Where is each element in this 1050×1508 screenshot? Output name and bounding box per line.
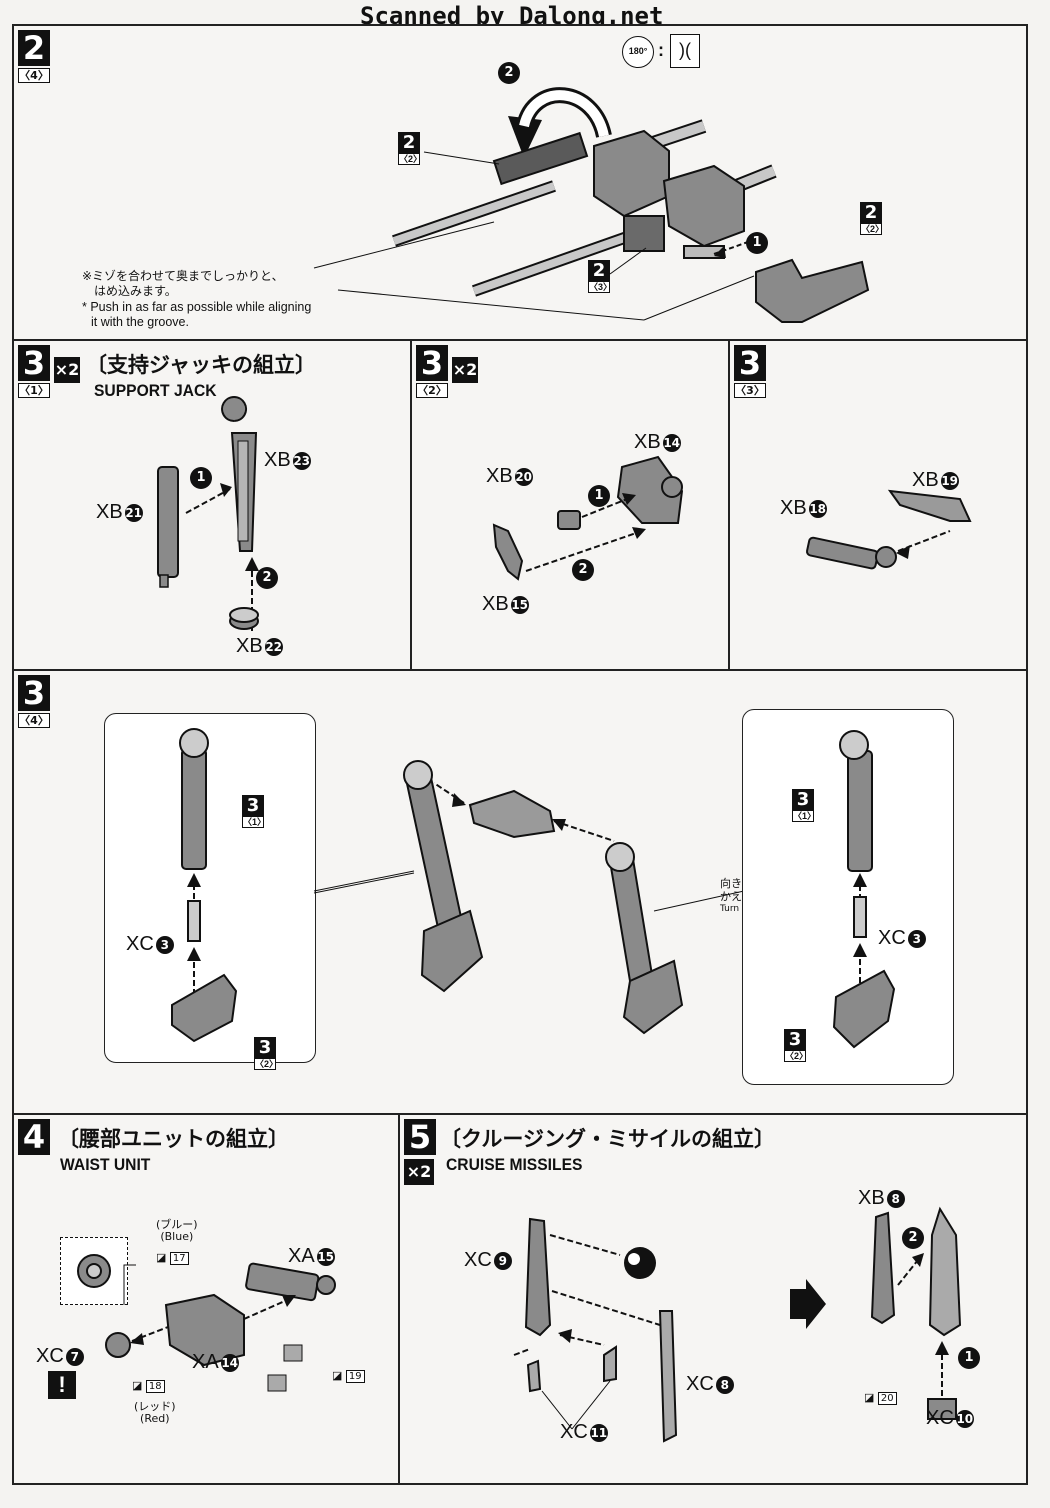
title-jp: 〔腰部ユニットの組立〕 — [58, 1127, 289, 1151]
detail-leader-left — [313, 872, 415, 894]
sticker-red-label: (レッド)(Red) — [134, 1400, 176, 1425]
multiplier-badge: ×2 — [452, 357, 478, 383]
arrow-step-1: 1 — [190, 467, 212, 489]
ref-step-3-2: 3〈2〉 — [254, 1037, 279, 1070]
rotation-arrow — [508, 87, 612, 158]
warning-icon: ! — [48, 1371, 76, 1399]
right-jack-assembly — [832, 730, 896, 1049]
left-jack-assembly — [171, 728, 238, 1043]
step3-1-panel: 3 〈1〉 ×2 〔支持ジャッキの組立〕 SUPPORT JACK 1 2 XB… — [12, 339, 414, 673]
sticker-19: ◪ 19 — [332, 1369, 365, 1383]
sticker-18: ◪ 18 — [132, 1379, 165, 1393]
groove-note-jp: ※ミゾを合わせて奥までしっかりと、 はめ込みます。 — [82, 269, 284, 298]
step-number: 3 — [734, 345, 766, 381]
missile-parts — [513, 1217, 678, 1443]
title-en: SUPPORT JACK — [94, 381, 217, 400]
step-number: 4 — [18, 1119, 50, 1155]
title-jp: 〔クルージング・ミサイルの組立〕 — [440, 1127, 775, 1151]
sticker-blue-label: (ブルー)(Blue) — [156, 1218, 198, 1243]
multiplier-badge: ×2 — [54, 357, 80, 383]
step5-panel: 5 ×2 〔クルージング・ミサイルの組立〕 CRUISE MISSILES XC… — [398, 1113, 1028, 1485]
step-sub: 〈2〉 — [416, 383, 448, 398]
jack-base-parts — [492, 455, 684, 581]
jack-cylinder-parts — [806, 489, 972, 570]
step4-panel: 4 〔腰部ユニットの組立〕 WAIST UNIT (ブルー)(Blue) ◪ 1… — [12, 1113, 402, 1485]
step-number: 3 — [416, 345, 448, 381]
step2-panel: 2 〈4〉 180° : )( 2 2〈2〉 2〈3〉 — [12, 24, 1028, 343]
step-sub: 〈4〉 — [18, 68, 50, 83]
ref-step-2-2-top: 2〈2〉 — [398, 132, 423, 165]
arrow-step-2: 2 — [498, 62, 520, 84]
multiplier-badge: ×2 — [404, 1159, 434, 1185]
title-en: CRUISE MISSILES — [446, 1155, 583, 1174]
arrow-step-2: 2 — [902, 1227, 924, 1249]
rotate-icon: 180° — [622, 36, 654, 68]
arrow-step-1: 1 — [958, 1347, 980, 1369]
arrow-step-2: 2 — [572, 559, 594, 581]
step-sub: 〈4〉 — [18, 713, 50, 728]
step-number: 3 — [18, 675, 50, 711]
step3-4-panel: 3 〈4〉 3〈1〉 XC3 3〈2〉 向きを か — [12, 669, 1028, 1117]
ref-step-3-1-right: 3〈1〉 — [792, 789, 817, 822]
arrow-step-1: 1 — [746, 232, 768, 254]
sticker-20: ◪ 20 — [864, 1391, 897, 1405]
ref-step-2-3: 2〈3〉 — [588, 260, 613, 293]
turn-over-icon: )( — [670, 34, 700, 68]
title-en: WAIST UNIT — [60, 1155, 151, 1174]
arrow-step-1: 1 — [588, 485, 610, 507]
backpack-assembly — [392, 119, 777, 297]
step-sub: 〈3〉 — [734, 383, 766, 398]
next-arrow-icon — [790, 1279, 826, 1329]
step-sub: 〈1〉 — [18, 383, 50, 398]
step-number: 3 — [18, 345, 50, 381]
groove-note-en: * Push in as far as possible while align… — [82, 300, 312, 329]
title-jp: 〔支持ジャッキの組立〕 — [86, 353, 316, 377]
step-number: 5 — [404, 1119, 436, 1155]
socket-icon — [77, 1254, 111, 1288]
sticker-17: ◪ 17 — [156, 1251, 189, 1265]
arrow-step-2: 2 — [256, 567, 278, 589]
waist-unit-parts — [105, 1262, 336, 1392]
support-jack-parts — [157, 396, 259, 631]
center-jack-assembly — [313, 760, 745, 1035]
ref-step-3-2-right: 3〈2〉 — [784, 1029, 809, 1062]
bracket-part — [755, 258, 870, 323]
ref-step-2-2-right: 2〈2〉 — [860, 202, 885, 235]
step-number: 2 — [18, 30, 50, 66]
missile-final-assembly — [870, 1206, 962, 1420]
ref-step-3-1: 3〈1〉 — [242, 795, 267, 828]
